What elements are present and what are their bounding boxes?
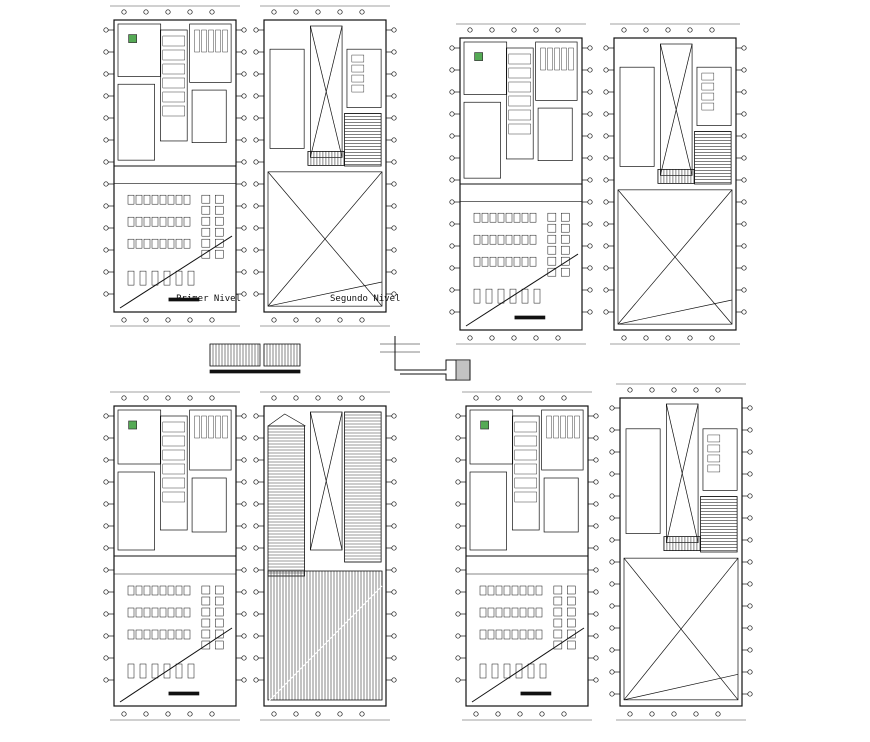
hatch-area — [694, 131, 732, 185]
hatch-area — [267, 425, 305, 577]
hatch-area — [657, 168, 695, 184]
room-cluster — [469, 409, 584, 551]
hatch-area — [267, 570, 383, 701]
floor-plan-set-2-first-level — [449, 23, 593, 345]
segundo-nivel-label: Segundo Nivel — [330, 294, 400, 304]
floor-plan-set-1-first-level — [103, 5, 247, 327]
upper-plan-set-1-second-level — [253, 5, 397, 327]
grid-axis-markers — [253, 391, 397, 721]
hatch-area — [700, 496, 738, 553]
hatch-area — [263, 343, 301, 367]
grid-axis-markers — [603, 23, 747, 345]
primer-nivel-label: Primer Nivel — [176, 294, 241, 304]
room-cluster — [117, 409, 232, 551]
hatch-area — [344, 113, 382, 167]
seating-layout — [473, 212, 570, 304]
seating-layout — [127, 194, 224, 286]
grid-axis-markers — [449, 23, 593, 345]
hatch-area — [344, 411, 382, 563]
room-cluster — [463, 41, 578, 179]
hatch-area — [663, 536, 701, 551]
wall-section-detail — [209, 343, 301, 374]
hatch-area — [209, 343, 261, 367]
roof-plan-set-3-roof — [253, 391, 397, 721]
grid-axis-markers — [609, 383, 753, 721]
seating-layout — [127, 585, 224, 679]
floor-plan-set-4-first-level — [455, 391, 599, 721]
grid-axis-markers — [455, 391, 599, 721]
hatch-area — [307, 150, 345, 166]
floor-plan-set-3-first-level — [103, 391, 247, 721]
upper-plan-set-2-second-level — [603, 23, 747, 345]
grid-axis-markers — [103, 5, 247, 327]
room-cluster — [117, 23, 232, 161]
grid-axis-markers — [253, 5, 397, 327]
grid-axis-markers — [103, 391, 247, 721]
seating-layout — [479, 585, 576, 679]
footing-detail — [380, 336, 471, 381]
hatch-area — [455, 359, 471, 381]
upper-plan-set-4-second-level — [609, 383, 753, 721]
